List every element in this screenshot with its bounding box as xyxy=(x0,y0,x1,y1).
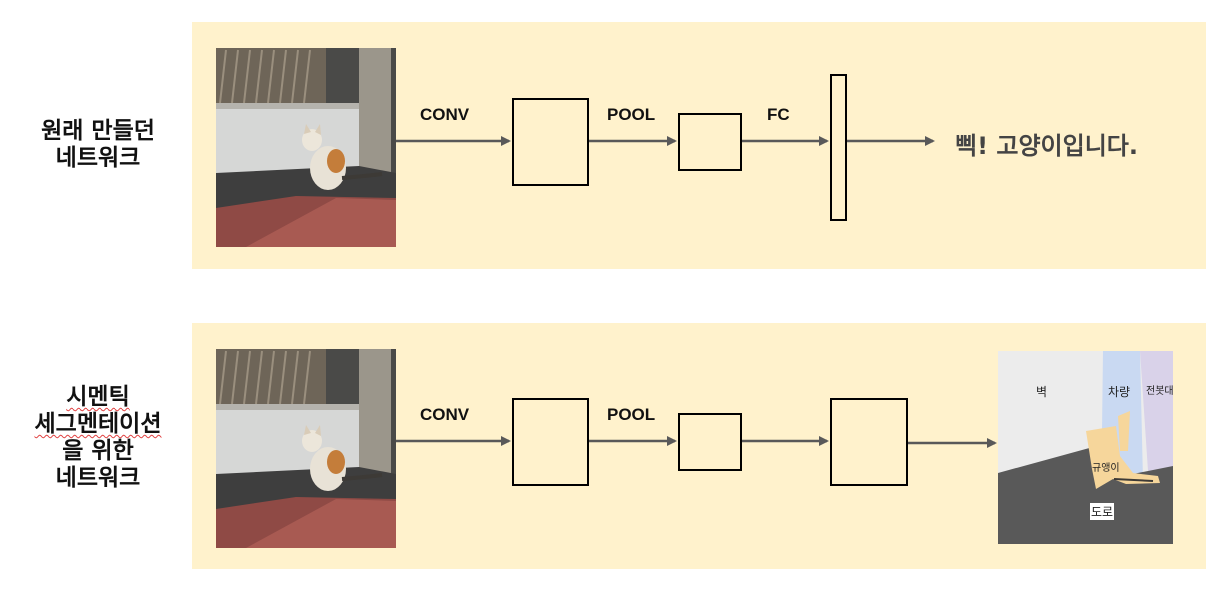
cat-region xyxy=(1086,426,1160,489)
pool-feature-block xyxy=(678,413,742,471)
conv-feature-block xyxy=(512,98,589,186)
fc-label: FC xyxy=(767,105,790,124)
fc-layer-block xyxy=(830,74,847,221)
upsample-feature-block xyxy=(830,398,908,486)
cat-photo xyxy=(216,48,396,247)
cat-label: 규앵이 xyxy=(1092,463,1120,474)
wall-label: 벽 xyxy=(1036,385,1048,399)
label-line: 네트워크 xyxy=(55,465,141,491)
label-line: 네트워크 xyxy=(55,145,141,171)
label-line: 세그멘테이션 xyxy=(34,411,162,437)
label-line: 원래 만들던 xyxy=(41,118,155,144)
cat-photo xyxy=(216,349,396,548)
pool-label: POOL xyxy=(607,105,656,124)
pool-label: POOL xyxy=(607,405,656,424)
pole-region xyxy=(1140,351,1173,471)
road-label: 도로 xyxy=(1090,503,1115,520)
conv-label: CONV xyxy=(420,105,470,124)
classification-result: 삑! 고양이입니다. xyxy=(955,132,1138,160)
vehicle-label: 차량 xyxy=(1108,385,1131,399)
road-region xyxy=(998,447,1173,544)
segmentation-map: 벽 차량 전봇대 규앵이 도로 xyxy=(998,351,1174,544)
label-line: 시멘틱 xyxy=(66,384,130,410)
conv-feature-block xyxy=(512,398,589,486)
segmentation-network-label: 시멘틱 세그멘테이션 을 위한 네트워크 xyxy=(8,384,188,492)
pool-feature-block xyxy=(678,113,742,171)
pole-label: 전봇대 xyxy=(1146,386,1174,397)
original-network-label: 원래 만들던 네트워크 xyxy=(8,118,188,172)
conv-label: CONV xyxy=(420,405,470,424)
label-line: 을 위한 xyxy=(62,438,134,464)
